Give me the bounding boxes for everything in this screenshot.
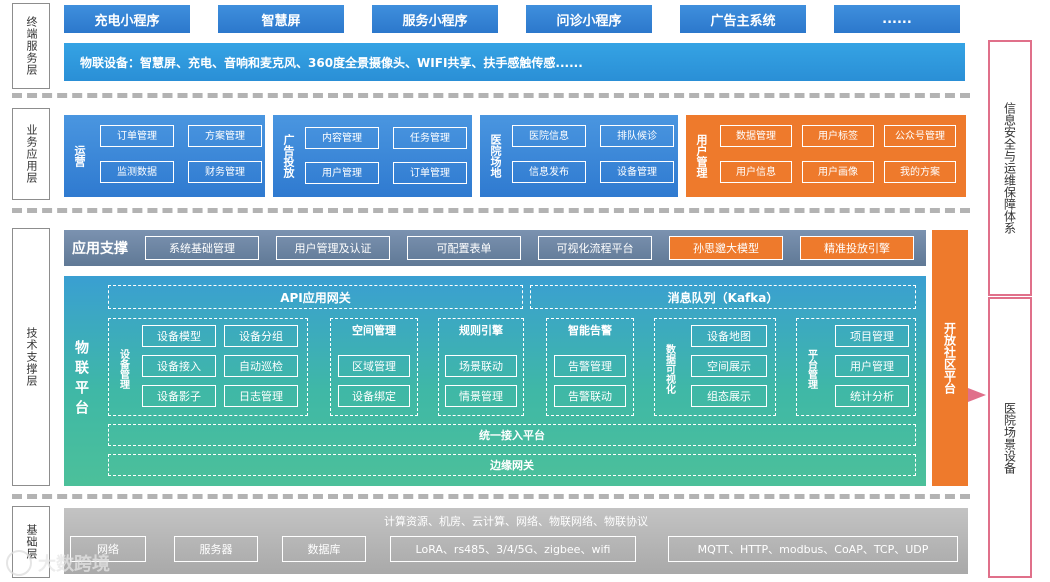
layer-label-tech: 技术支撑层 bbox=[12, 228, 50, 486]
biz-ads-order-mgmt[interactable]: 订单管理 bbox=[393, 162, 467, 184]
support-visual-flow[interactable]: 可视化流程平台 bbox=[538, 236, 652, 260]
base-layer: 计算资源、机房、云计算、网络、物联网络、物联协议 网络 服务器 数据库 LoRA… bbox=[64, 508, 968, 574]
iot-rule-engine-title: 规则引擎 bbox=[459, 324, 503, 337]
iot-situation-mgmt[interactable]: 情景管理 bbox=[445, 385, 517, 407]
iot-title: 物联平台 bbox=[73, 340, 89, 420]
iot-dataviz-title: 数据可视化 bbox=[663, 344, 675, 394]
base-network[interactable]: 网络 bbox=[70, 536, 146, 562]
iot-message-queue[interactable]: 消息队列（Kafka） bbox=[530, 285, 916, 309]
iot-scene-link[interactable]: 场景联动 bbox=[445, 355, 517, 377]
layer-separator bbox=[12, 93, 970, 98]
biz-block-hospital: 医院场地 医院信息 排队候诊 信息发布 设备管理 bbox=[480, 115, 678, 197]
iot-space-mgmt-title: 空间管理 bbox=[352, 324, 396, 337]
biz-ads-user-mgmt[interactable]: 用户管理 bbox=[305, 162, 379, 184]
app-support-bar: 应用支撑 系统基础管理 用户管理及认证 可配置表单 可视化流程平台 孙思邈大模型… bbox=[64, 230, 926, 266]
iot-auto-inspect[interactable]: 自动巡检 bbox=[224, 355, 298, 377]
app-advertiser-system[interactable]: 广告主系统 bbox=[680, 5, 806, 33]
support-user-auth[interactable]: 用户管理及认证 bbox=[276, 236, 390, 260]
iot-device-access[interactable]: 设备接入 bbox=[142, 355, 216, 377]
arrow-right-icon bbox=[968, 388, 986, 402]
biz-users-tags[interactable]: 用户标签 bbox=[802, 125, 874, 147]
iot-space-display[interactable]: 空间展示 bbox=[691, 355, 767, 377]
biz-users-info[interactable]: 用户信息 bbox=[720, 161, 792, 183]
app-smart-screen[interactable]: 智慧屏 bbox=[218, 5, 344, 33]
hospital-scene-devices: 医院场景设备 bbox=[988, 297, 1032, 578]
biz-block-users: 用户管理 数据管理 用户标签 公众号管理 用户信息 用户画像 我的方案 bbox=[686, 115, 966, 197]
watermark-text: 大数跨境 bbox=[38, 554, 110, 575]
biz-hospital-title: 医院场地 bbox=[489, 134, 502, 178]
security-ops-system: 信息安全与运维保障体系 bbox=[988, 40, 1032, 296]
support-llm[interactable]: 孙思邈大模型 bbox=[669, 236, 783, 260]
iot-device-map[interactable]: 设备地图 bbox=[691, 325, 767, 347]
iot-device-bind[interactable]: 设备绑定 bbox=[338, 385, 410, 407]
layer-label-terminal: 终端服务层 bbox=[12, 3, 50, 89]
iot-alarm-mgmt[interactable]: 告警管理 bbox=[554, 355, 626, 377]
base-database[interactable]: 数据库 bbox=[282, 536, 366, 562]
biz-hospital-device-mgmt[interactable]: 设备管理 bbox=[600, 161, 674, 183]
iot-device-group[interactable]: 设备分组 bbox=[224, 325, 298, 347]
biz-block-ops: 运营 订单管理 方案管理 监测数据 财务管理 bbox=[64, 115, 265, 197]
biz-hospital-info[interactable]: 医院信息 bbox=[512, 125, 586, 147]
biz-ads-task-mgmt[interactable]: 任务管理 bbox=[393, 127, 467, 149]
app-service-miniprogram[interactable]: 服务小程序 bbox=[372, 5, 498, 33]
layer-separator bbox=[12, 494, 970, 499]
iot-alarm-link[interactable]: 告警联动 bbox=[554, 385, 626, 407]
biz-ads-content-mgmt[interactable]: 内容管理 bbox=[305, 127, 379, 149]
biz-users-my-plan[interactable]: 我的方案 bbox=[884, 161, 956, 183]
app-support-title: 应用支撑 bbox=[72, 241, 128, 257]
iot-alarm-title: 智能告警 bbox=[568, 324, 612, 337]
biz-users-data-mgmt[interactable]: 数据管理 bbox=[720, 125, 792, 147]
iot-scada-display[interactable]: 组态展示 bbox=[691, 385, 767, 407]
watermark-logo-icon bbox=[6, 550, 32, 576]
iot-platform-mgmt-group: 平台管理 项目管理 用户管理 统计分析 bbox=[796, 318, 916, 416]
base-server[interactable]: 服务器 bbox=[174, 536, 258, 562]
biz-users-title: 用户管理 bbox=[695, 134, 708, 178]
support-config-form[interactable]: 可配置表单 bbox=[407, 236, 521, 260]
base-wireless-protocols[interactable]: LoRA、rs485、3/4/5G、zigbee、wifi bbox=[390, 536, 636, 562]
iot-alarm-group: 智能告警 告警管理 告警联动 bbox=[546, 318, 634, 416]
layer-label-business: 业务应用层 bbox=[12, 108, 50, 200]
iot-project-mgmt[interactable]: 项目管理 bbox=[835, 325, 909, 347]
biz-ops-finance-mgmt[interactable]: 财务管理 bbox=[188, 161, 262, 183]
iot-area-mgmt[interactable]: 区域管理 bbox=[338, 355, 410, 377]
watermark: 大数跨境 bbox=[6, 548, 166, 578]
iot-device-model[interactable]: 设备模型 bbox=[142, 325, 216, 347]
biz-ops-monitor-data[interactable]: 监测数据 bbox=[100, 161, 174, 183]
iot-api-gateway[interactable]: API应用网关 bbox=[108, 285, 523, 309]
biz-ads-title: 广告投放 bbox=[282, 134, 295, 178]
support-ad-engine[interactable]: 精准投放引擎 bbox=[800, 236, 914, 260]
iot-space-mgmt-group: 空间管理 区域管理 设备绑定 bbox=[330, 318, 418, 416]
biz-ops-plan-mgmt[interactable]: 方案管理 bbox=[188, 125, 262, 147]
iot-dataviz-group: 数据可视化 设备地图 空间展示 组态展示 bbox=[654, 318, 776, 416]
biz-users-official-account[interactable]: 公众号管理 bbox=[884, 125, 956, 147]
base-subtitle: 计算资源、机房、云计算、网络、物联网络、物联协议 bbox=[384, 515, 648, 528]
iot-platform: 物联平台 API应用网关 消息队列（Kafka） 设备管理 设备模型 设备分组 … bbox=[64, 276, 926, 486]
iot-platform-mgmt-title: 平台管理 bbox=[805, 349, 817, 389]
base-iot-protocols[interactable]: MQTT、HTTP、modbus、CoAP、TCP、UDP bbox=[668, 536, 958, 562]
biz-users-portrait[interactable]: 用户画像 bbox=[802, 161, 874, 183]
iot-device-mgmt-title: 设备管理 bbox=[117, 349, 129, 389]
iot-device-mgmt-group: 设备管理 设备模型 设备分组 设备接入 自动巡检 设备影子 日志管理 bbox=[108, 318, 308, 416]
iot-platform-user-mgmt[interactable]: 用户管理 bbox=[835, 355, 909, 377]
open-community-platform[interactable]: 开放社区平台 bbox=[932, 230, 968, 486]
iot-unified-access[interactable]: 统一接入平台 bbox=[108, 424, 916, 446]
biz-ops-order-mgmt[interactable]: 订单管理 bbox=[100, 125, 174, 147]
biz-hospital-publish[interactable]: 信息发布 bbox=[512, 161, 586, 183]
iot-edge-gateway[interactable]: 边缘网关 bbox=[108, 454, 916, 476]
app-charging-miniprogram[interactable]: 充电小程序 bbox=[64, 5, 190, 33]
biz-hospital-queue[interactable]: 排队候诊 bbox=[600, 125, 674, 147]
support-system-base[interactable]: 系统基础管理 bbox=[145, 236, 259, 260]
biz-block-ads: 广告投放 内容管理 任务管理 用户管理 订单管理 bbox=[273, 115, 472, 197]
layer-separator bbox=[12, 208, 970, 213]
iot-statistics[interactable]: 统计分析 bbox=[835, 385, 909, 407]
app-consult-miniprogram[interactable]: 问诊小程序 bbox=[526, 5, 652, 33]
iot-rule-engine-group: 规则引擎 场景联动 情景管理 bbox=[438, 318, 524, 416]
iot-devices-bar: 物联设备：智慧屏、充电、音响和麦克风、360度全景摄像头、WIFI共享、扶手感触… bbox=[64, 43, 965, 81]
iot-device-shadow[interactable]: 设备影子 bbox=[142, 385, 216, 407]
biz-ops-title: 运营 bbox=[73, 145, 86, 167]
app-more[interactable]: ...... bbox=[834, 5, 960, 33]
iot-log-mgmt[interactable]: 日志管理 bbox=[224, 385, 298, 407]
